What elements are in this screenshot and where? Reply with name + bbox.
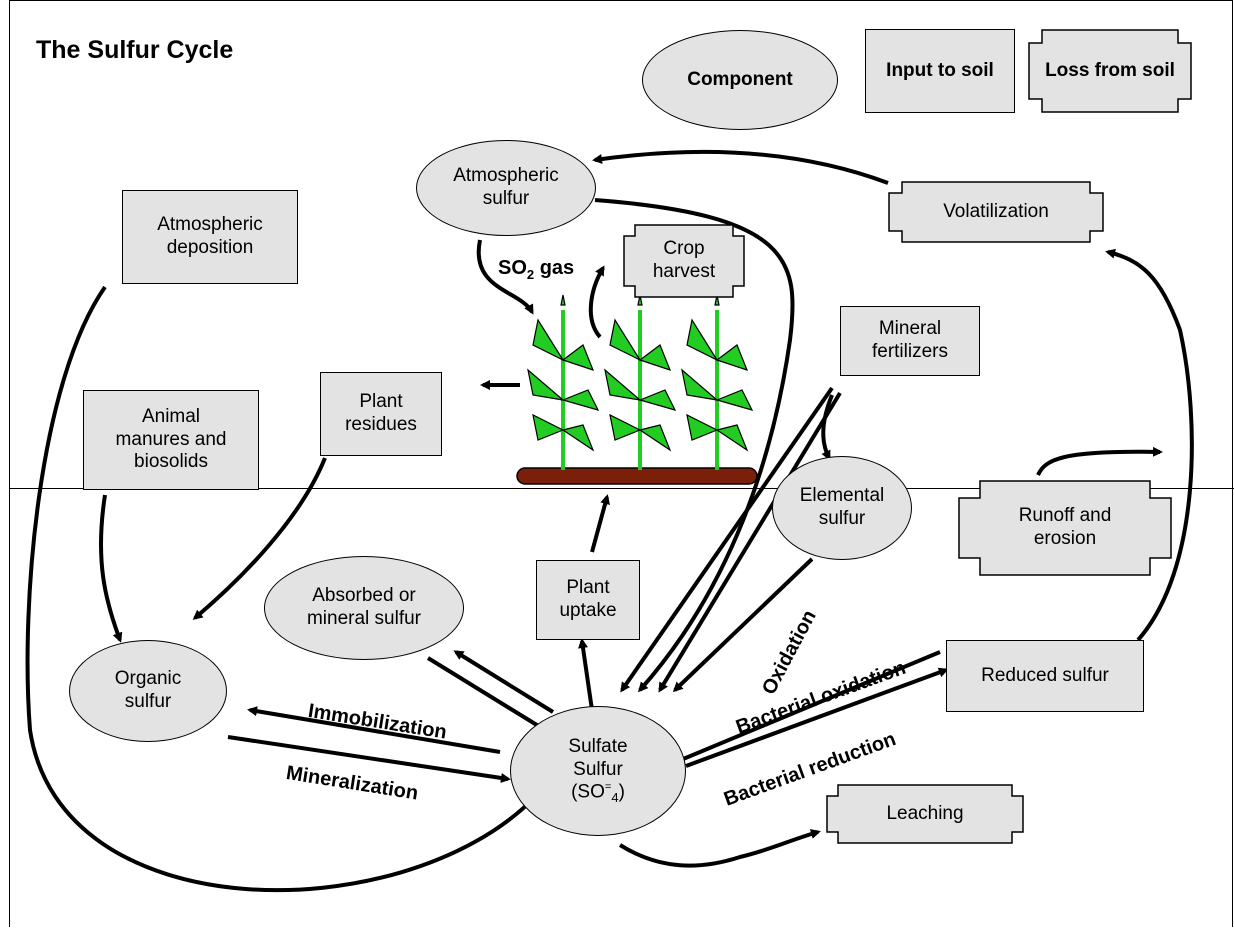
- reduced-sulfur-label: Reduced sulfur: [981, 664, 1109, 686]
- atmospheric-sulfur-label: Atmospheric sulfur: [453, 165, 559, 209]
- crop-harvest-label: Crop harvest: [652, 238, 716, 282]
- legend-loss-label: Loss from soil: [1045, 59, 1175, 81]
- runoff-erosion-label: Runoff and erosion: [1018, 505, 1112, 549]
- arrow-runoff: [1036, 446, 1163, 476]
- elemental-sulfur-label: Elemental sulfur: [799, 485, 885, 529]
- atmospheric-deposition-label: Atmospheric deposition: [157, 214, 263, 258]
- cross-shape: [623, 224, 745, 298]
- legend-component: Component: [642, 30, 838, 130]
- arrow-manures-to-organic: [99, 494, 123, 643]
- arrow-mineralization: [227, 735, 511, 783]
- cross-shape: [958, 480, 1172, 576]
- sulfate-line1: Sulfate: [568, 735, 628, 757]
- organic-sulfur-label: Organic sulfur: [114, 668, 182, 712]
- node-atmospheric-sulfur: Atmospheric sulfur: [416, 140, 596, 236]
- arrow-elemental-to-sulfate: [672, 557, 814, 693]
- animal-manures-label: Animal manures and biosolids: [115, 405, 227, 473]
- arrow-fertilizer-to-sulfate-2: [658, 391, 842, 693]
- arrow-sulfate-to-absorbed: [453, 650, 555, 714]
- soil-bar: [516, 467, 758, 485]
- node-plant-residues: Plant residues: [320, 372, 442, 456]
- node-sulfate-sulfur: Sulfate Sulfur (SO=4): [510, 706, 686, 836]
- node-organic-sulfur: Organic sulfur: [69, 640, 227, 742]
- label-so2-gas: SO2 gas: [498, 257, 575, 282]
- mineral-fertilizers-label: Mineral fertilizers: [871, 318, 948, 362]
- arrow-deposition-to-sulfate: [25, 285, 535, 893]
- node-atmospheric-deposition: Atmospheric deposition: [122, 190, 298, 284]
- legend-input: Input to soil: [865, 29, 1015, 113]
- arrow-reduced-to-volatilization: [1105, 248, 1194, 642]
- arrow-fertilizer-to-elemental: [821, 394, 834, 461]
- sulfate-formula: (SO=4): [571, 781, 625, 806]
- plant-uptake-label: Plant uptake: [559, 577, 617, 621]
- arrow-volatilization-to-atmosphere: [592, 149, 889, 185]
- diagram-frame: [9, 0, 1233, 927]
- absorbed-sulfur-label: Absorbed or mineral sulfur: [306, 585, 422, 629]
- node-runoff-erosion: Runoff and erosion: [958, 480, 1172, 576]
- cross-shape: [888, 181, 1104, 243]
- arrow-fertilizer-to-sulfate-1: [620, 386, 834, 693]
- corn-plants: [527, 294, 754, 470]
- cross-shape: [1028, 29, 1192, 113]
- arrow-immobilization: [247, 706, 501, 754]
- volatilization-label: Volatilization: [943, 200, 1049, 222]
- sulfate-sulfur-label: Sulfate Sulfur (SO=4): [568, 736, 627, 806]
- soil-surface-line: [9, 488, 1234, 489]
- node-crop-harvest: Crop harvest: [623, 224, 745, 298]
- arrow-bacterial-oxidation: [673, 650, 941, 764]
- leaching-label: Leaching: [886, 802, 964, 824]
- arrow-sulfate-to-uptake: [578, 638, 594, 711]
- node-reduced-sulfur: Reduced sulfur: [946, 640, 1144, 712]
- node-leaching: Leaching: [826, 784, 1024, 844]
- node-plant-uptake: Plant uptake: [536, 560, 640, 640]
- legend-loss: Loss from soil: [1028, 29, 1192, 113]
- arrow-crop-to-harvest: [588, 265, 605, 339]
- cross-shape: [826, 784, 1024, 844]
- node-mineral-fertilizers: Mineral fertilizers: [840, 306, 980, 376]
- plant-residues-label: Plant residues: [345, 391, 417, 435]
- node-elemental-sulfur: Elemental sulfur: [772, 456, 912, 560]
- node-animal-manures: Animal manures and biosolids: [83, 390, 259, 490]
- arrow-sulfate-to-leaching: [618, 829, 821, 868]
- arrow-absorbed-to-sulfate: [426, 656, 548, 732]
- node-absorbed-sulfur: Absorbed or mineral sulfur: [264, 556, 464, 660]
- node-volatilization: Volatilization: [888, 181, 1104, 243]
- arrow-uptake-to-plants: [590, 494, 610, 553]
- arrow-atmosphere-to-sulfate: [594, 198, 795, 693]
- sulfate-line2: Sulfur: [573, 758, 623, 780]
- arrow-so2-to-plants: [476, 239, 534, 315]
- diagram-title: The Sulfur Cycle: [36, 36, 234, 64]
- arrow-bacterial-reduction: [685, 667, 949, 768]
- arrow-residues-to-organic: [192, 457, 327, 620]
